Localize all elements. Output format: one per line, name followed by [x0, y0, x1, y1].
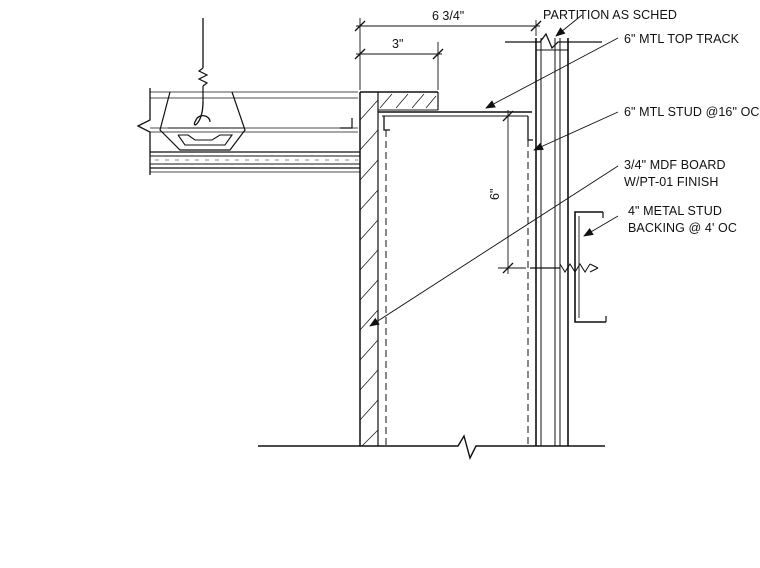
partition-wall [505, 32, 602, 446]
dimension-return-width: 3" [392, 37, 404, 51]
note-mdf-board-line1: 3/4" MDF BOARD [624, 158, 726, 172]
note-stud: 6" MTL STUD @16" OC [624, 105, 760, 119]
dimension-lines [354, 18, 542, 274]
dimension-overall-width: 6 3/4" [432, 9, 465, 23]
leader-lines [369, 14, 619, 327]
dimension-vertical: 6" [488, 188, 502, 200]
note-backing-line2: BACKING @ 4' OC [628, 221, 737, 235]
stud-backing [530, 211, 607, 323]
note-mdf-board-line2: W/PT-01 FINISH [624, 175, 719, 189]
note-top-track: 6" MTL TOP TRACK [624, 32, 740, 46]
ceiling-assembly [136, 18, 360, 175]
floor-line [258, 434, 605, 460]
mdf-board-box [359, 91, 439, 447]
metal-stud [385, 130, 529, 446]
note-backing-line1: 4" METAL STUD [628, 204, 722, 218]
note-partition: PARTITION AS SCHED [543, 8, 678, 22]
